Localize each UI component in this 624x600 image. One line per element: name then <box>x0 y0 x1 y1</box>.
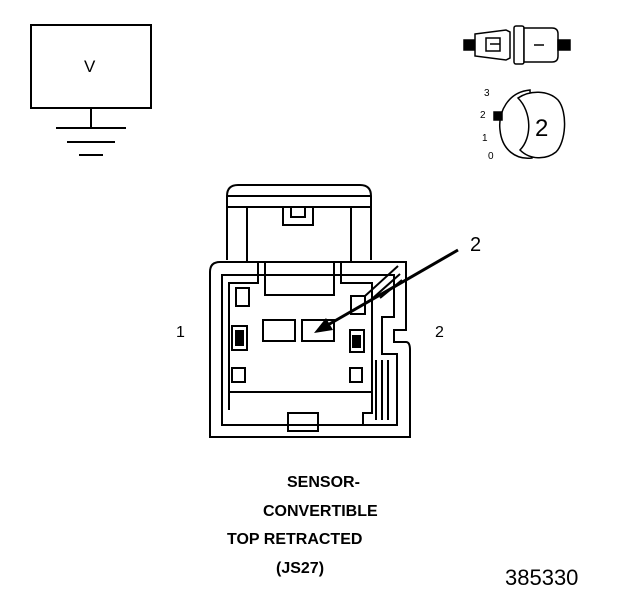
callout-arrow <box>314 248 459 333</box>
caption-line-3: TOP RETRACTED <box>227 531 363 548</box>
ground-symbol <box>30 24 152 156</box>
position-scale-label-1: 1 <box>482 133 488 144</box>
caption-line-2: CONVERTIBLE <box>263 503 378 520</box>
position-scale-label-2: 2 <box>480 110 486 121</box>
callout-number: 2 <box>470 234 482 256</box>
caption-line-4: (JS27) <box>276 560 325 577</box>
position-selected-number: 2 <box>535 115 549 142</box>
caption-line-1: SENSOR- <box>287 474 360 491</box>
main-connector <box>209 184 411 438</box>
pin-label-left: 1 <box>176 324 185 341</box>
position-scale-label-3: 3 <box>484 88 490 99</box>
connector-pictogram <box>463 25 571 65</box>
position-scale-label-0: 0 <box>488 151 494 162</box>
pin-label-right: 2 <box>435 324 444 341</box>
ground-box-label: V <box>84 57 96 76</box>
figure-number: 385330 <box>505 565 579 590</box>
position-knob <box>493 89 566 159</box>
